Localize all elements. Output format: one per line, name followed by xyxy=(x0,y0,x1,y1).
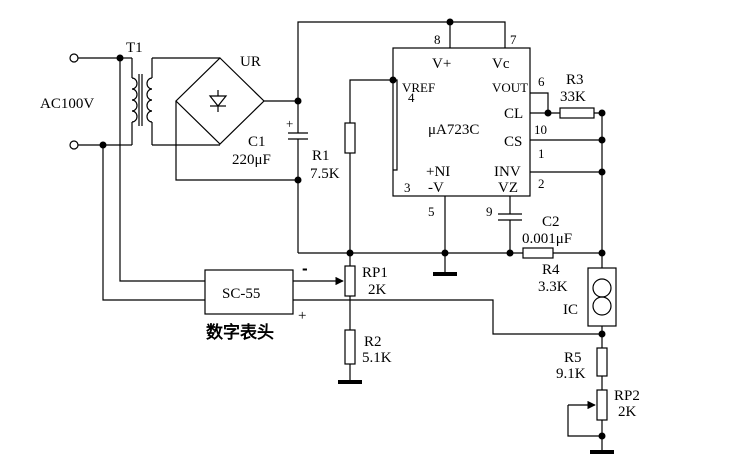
resistor-r4 xyxy=(522,247,554,259)
ac-input-label: AC100V xyxy=(40,96,94,112)
r5-name-label: R5 xyxy=(564,350,582,366)
meter-sc55 xyxy=(204,269,294,315)
c2-name-label: C2 xyxy=(542,214,560,230)
t1-label: T1 xyxy=(126,40,143,56)
pin-cl-label: CL xyxy=(504,106,523,122)
meter-name-label: SC-55 xyxy=(222,286,260,302)
ic-sensor-label: IC xyxy=(563,302,578,318)
r1-value-label: 7.5K xyxy=(310,166,340,182)
c1-plus-label: + xyxy=(286,116,293,131)
current-source-ic xyxy=(587,253,617,348)
c2-value-label: 0.001μF xyxy=(522,231,572,247)
r4-value-label: 3.3K xyxy=(538,279,568,295)
pin1-label: 1 xyxy=(538,146,545,161)
pin9-label: 9 xyxy=(486,204,493,219)
pin-vplus-label: V+ xyxy=(432,56,451,72)
potentiometer-rp1 xyxy=(344,265,356,297)
pin2-label: 2 xyxy=(538,176,545,191)
rp2-name-label: RP2 xyxy=(614,388,640,404)
pin5-label: 5 xyxy=(428,204,435,219)
capacitor-c1 xyxy=(288,101,308,180)
pin6-label: 6 xyxy=(538,74,545,89)
pin-vref-label: VREF xyxy=(402,80,435,95)
r3-value-label: 33K xyxy=(560,89,586,105)
r4-name-label: R4 xyxy=(542,262,560,278)
pin7-label: 7 xyxy=(510,32,517,47)
r1-name-label: R1 xyxy=(312,148,330,164)
transformer-t1 xyxy=(120,57,153,146)
pin-vout-label: VOUT xyxy=(492,80,528,95)
r3-name-label: R3 xyxy=(566,72,584,88)
pin4-label: 4 xyxy=(408,90,415,105)
resistor-r5 xyxy=(596,347,608,377)
pin8-label: 8 xyxy=(434,32,441,47)
r2-name-label: R2 xyxy=(364,334,382,350)
meter-minus-label: - xyxy=(302,259,308,278)
rp1-name-label: RP1 xyxy=(362,265,388,281)
pin10-label: 10 xyxy=(534,122,547,137)
ic-ua723c xyxy=(392,47,531,197)
r5-value-label: 9.1K xyxy=(556,366,586,382)
meter-caption-label: 数字表头 xyxy=(206,322,274,342)
resistor-r3 xyxy=(559,107,595,119)
potentiometer-rp2 xyxy=(596,389,608,421)
r2-value-label: 5.1K xyxy=(362,350,392,366)
pin3-label: 3 xyxy=(404,180,411,195)
pin-inv-label: INV xyxy=(494,164,521,180)
pin-ni-label: +NI xyxy=(426,164,450,180)
resistor-r1 xyxy=(344,122,356,154)
rp1-value-label: 2K xyxy=(368,282,387,298)
pin-cs-label: CS xyxy=(504,134,522,150)
ic-name-label: μA723C xyxy=(428,122,479,138)
c1-value-label: 220μF xyxy=(232,152,271,168)
ur-label: UR xyxy=(240,54,261,70)
pin-vz-label: VZ xyxy=(498,180,518,196)
bridge-rectifier-ur xyxy=(175,57,265,145)
capacitor-c2 xyxy=(498,196,522,253)
resistor-r2 xyxy=(344,329,356,365)
pin-vc-label: Vc xyxy=(492,56,510,72)
meter-plus-label: + xyxy=(298,308,306,324)
pin-minus-v-label: -V xyxy=(428,180,444,196)
c1-name-label: C1 xyxy=(248,134,266,150)
rp2-value-label: 2K xyxy=(618,404,637,420)
